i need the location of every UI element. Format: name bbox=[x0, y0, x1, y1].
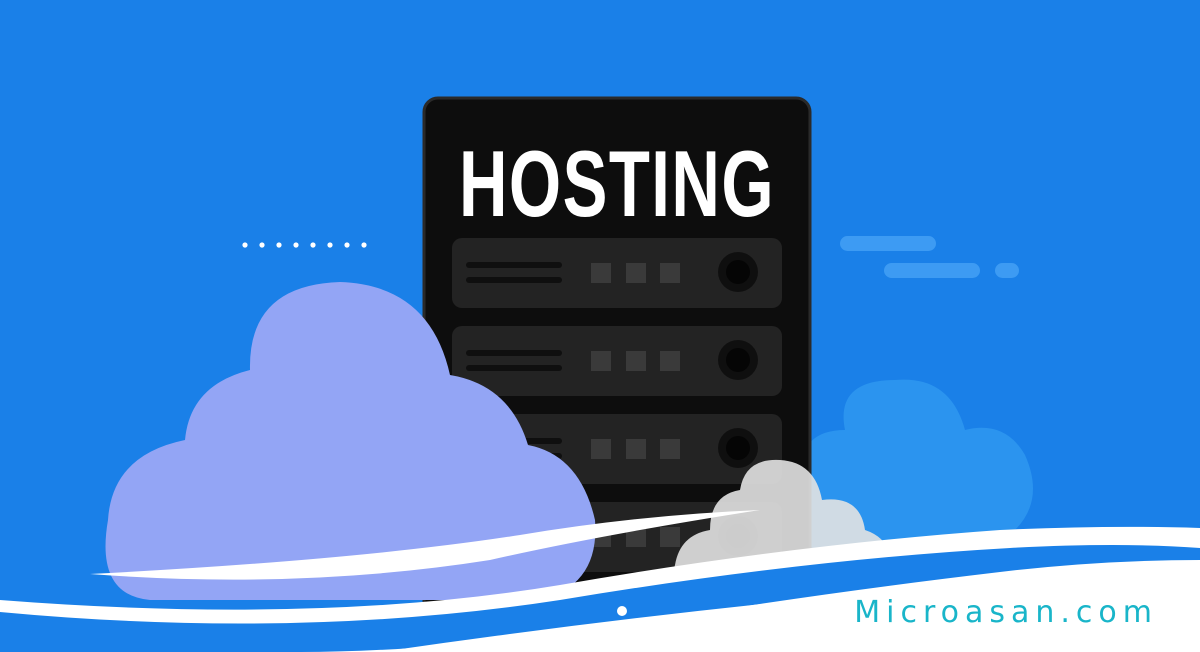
wave-swoosh bbox=[90, 510, 760, 580]
site-watermark: Microasan.com bbox=[854, 595, 1158, 630]
cloud-icon bbox=[105, 282, 596, 600]
server-slot bbox=[452, 326, 782, 396]
decorative-dots bbox=[242, 242, 367, 248]
wave-swoosh bbox=[380, 587, 1200, 652]
server-title: HOSTING bbox=[459, 131, 775, 236]
server-slot bbox=[452, 238, 782, 308]
decorative-dot bbox=[617, 606, 627, 616]
decorative-speed-lines bbox=[840, 236, 1019, 278]
wave-swoosh bbox=[0, 545, 1200, 652]
